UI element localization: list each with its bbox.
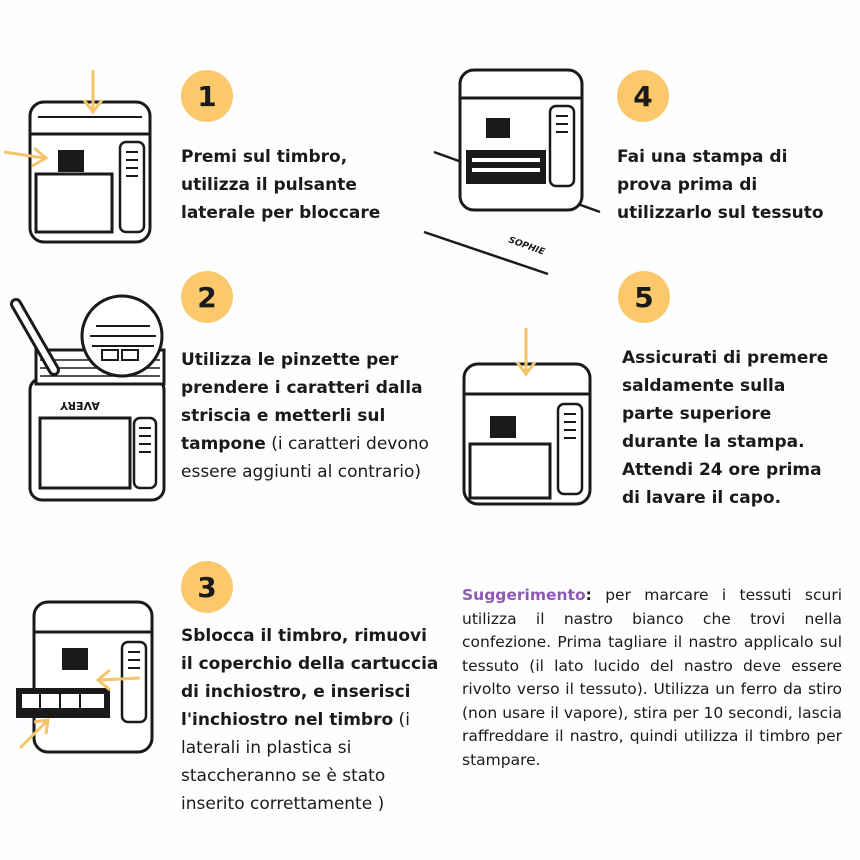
tip-colon: :	[585, 586, 592, 604]
step-3-illustration	[0, 596, 170, 766]
step-3-normal-text: (i laterali in plastica si staccheranno …	[181, 710, 410, 814]
step-1-illustration	[0, 62, 170, 252]
step-4-text: Fai una stampa di prova prima di utilizz…	[617, 143, 837, 227]
step-4-bold-text: Fai una stampa di prova prima di utilizz…	[617, 147, 824, 223]
step-5-bold-text: Assicurati di premere saldamente sulla p…	[622, 348, 829, 508]
stamp-imprint-text: SOPHIE	[507, 235, 547, 258]
step-4-badge: 4	[617, 70, 669, 122]
step-3-number: 3	[197, 570, 217, 604]
step-4-illustration: SOPHIE	[420, 62, 610, 282]
tip-paragraph: Suggerimento: per marcare i tessuti scur…	[462, 584, 842, 772]
step-5-number: 5	[634, 280, 654, 314]
step-1-badge: 1	[181, 70, 233, 122]
step-5-text: Assicurati di premere saldamente sulla p…	[622, 344, 837, 512]
step-4-number: 4	[633, 79, 653, 113]
step-1-number: 1	[197, 79, 217, 113]
step-3-text: Sblocca il timbro, rimuovi il coperchio …	[181, 622, 443, 818]
stamp-brand-label: AVERY	[59, 399, 100, 412]
step-2-bold-text: Utilizza le pinzette per prendere i cara…	[181, 350, 423, 454]
step-2-number: 2	[197, 280, 217, 314]
step-1-text: Premi sul timbro, utilizza il pulsante l…	[181, 143, 401, 227]
tip-text: per marcare i tessuti scuri utilizza il …	[462, 586, 842, 769]
step-2-illustration: AVERY	[10, 288, 170, 508]
step-5-illustration	[450, 320, 610, 520]
tip-label: Suggerimento	[462, 586, 586, 604]
step-2-normal-text: (i caratteri devono essere aggiunti al c…	[181, 434, 429, 482]
step-1-bold-text: Premi sul timbro, utilizza il pulsante l…	[181, 147, 381, 223]
step-3-badge: 3	[181, 561, 233, 613]
step-5-badge: 5	[618, 271, 670, 323]
step-2-text: Utilizza le pinzette per prendere i cara…	[181, 346, 431, 486]
step-3-bold-text: Sblocca il timbro, rimuovi il coperchio …	[181, 626, 439, 730]
step-2-badge: 2	[181, 271, 233, 323]
